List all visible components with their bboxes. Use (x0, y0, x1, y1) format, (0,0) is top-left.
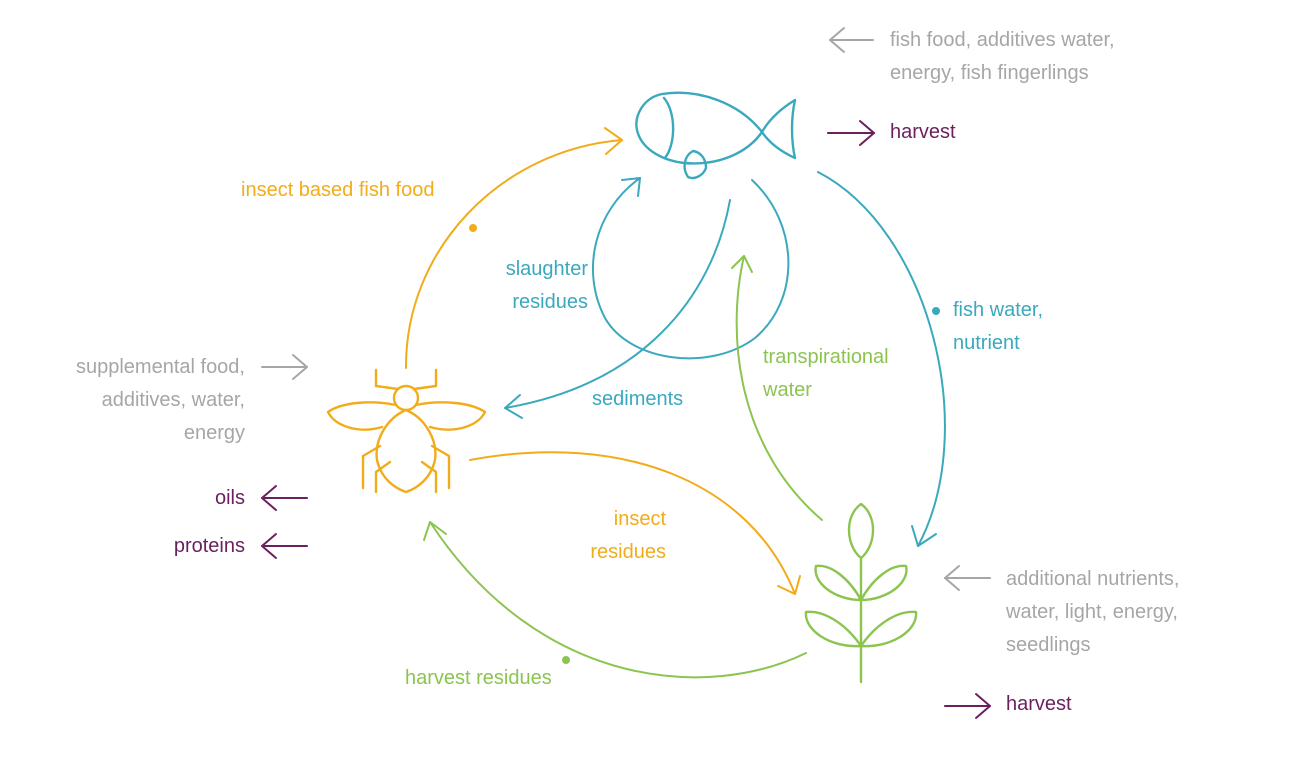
fish-inputs-line-2: energy, fish fingerlings (890, 62, 1089, 84)
flow-arrow-insect-residues (469, 451, 801, 595)
fish-inputs-label: fish food, additives water, energy, fish… (890, 24, 1115, 90)
insect-input-arrow-icon (261, 354, 308, 380)
insect-based-fish-food-text: insect based fish food (241, 179, 435, 201)
proteins-label: proteins (125, 530, 245, 563)
plant-inputs-line-3: seedlings (1006, 634, 1091, 656)
plant-harvest-label: harvest (1006, 688, 1072, 721)
transpirational-water-line-2: water (763, 379, 812, 401)
insect-based-fish-food-label: insect based fish food (241, 174, 434, 207)
flow-dot-harvest-residues (562, 656, 570, 664)
plant-inputs-line-1: additional nutrients, (1006, 568, 1180, 590)
transpirational-water-label: transpirational water (763, 341, 889, 407)
fish-icon (635, 91, 797, 180)
flow-arrow-harvest-residues (423, 521, 807, 679)
fish-input-arrow-icon (829, 27, 874, 53)
proteins-output-arrow-icon (261, 533, 308, 559)
plant-harvest-text: harvest (1006, 693, 1072, 715)
proteins-text: proteins (173, 535, 245, 557)
flow-arrow-insect-based-fish-food (404, 127, 623, 369)
plant-icon (804, 502, 918, 684)
insect-residues-line-1: insect (613, 508, 666, 530)
plant-output-arrow-icon (944, 693, 991, 719)
fish-water-label: fish water, nutrient (953, 294, 1043, 360)
insect-inputs-label: supplemental food, additives, water, ene… (40, 351, 245, 450)
flow-arrow-slaughter-residues (592, 177, 790, 360)
flow-arrow-fish-water (817, 171, 946, 547)
transpirational-water-line-1: transpirational (763, 346, 889, 368)
insect-icon (326, 368, 487, 494)
insect-residues-line-2: residues (590, 541, 666, 563)
flow-dot-fish-water (932, 307, 940, 315)
fish-water-line-2: nutrient (953, 332, 1020, 354)
plant-inputs-line-2: water, light, energy, (1006, 601, 1178, 623)
harvest-residues-label: harvest residues (405, 662, 552, 695)
flow-arrow-transpirational-water (731, 255, 823, 521)
fish-harvest-text: harvest (890, 121, 956, 143)
slaughter-residues-label: slaughter residues (470, 253, 588, 319)
fish-water-line-1: fish water, (953, 299, 1044, 321)
fish-output-arrow-icon (827, 120, 875, 146)
slaughter-residues-line-2: residues (512, 291, 588, 313)
plant-input-arrow-icon (944, 565, 991, 591)
oils-label: oils (145, 482, 245, 515)
flow-dot-insect-based-fish-food (469, 224, 477, 232)
insect-inputs-line-1: supplemental food, (75, 356, 245, 378)
fish-inputs-line-1: fish food, additives water, (890, 29, 1115, 51)
sediments-text: sediments (592, 388, 684, 410)
sediments-label: sediments (592, 383, 683, 416)
flow-arrow-sediments (504, 199, 731, 419)
harvest-residues-text: harvest residues (405, 667, 552, 689)
oils-text: oils (214, 487, 245, 509)
slaughter-residues-line-1: slaughter (505, 258, 588, 280)
insect-inputs-line-3: energy (183, 422, 245, 444)
insect-residues-label: insect residues (560, 503, 666, 569)
insect-inputs-line-2: additives, water, (101, 389, 245, 411)
fish-harvest-label: harvest (890, 116, 956, 149)
oils-output-arrow-icon (261, 485, 308, 511)
plant-inputs-label: additional nutrients, water, light, ener… (1006, 563, 1179, 662)
